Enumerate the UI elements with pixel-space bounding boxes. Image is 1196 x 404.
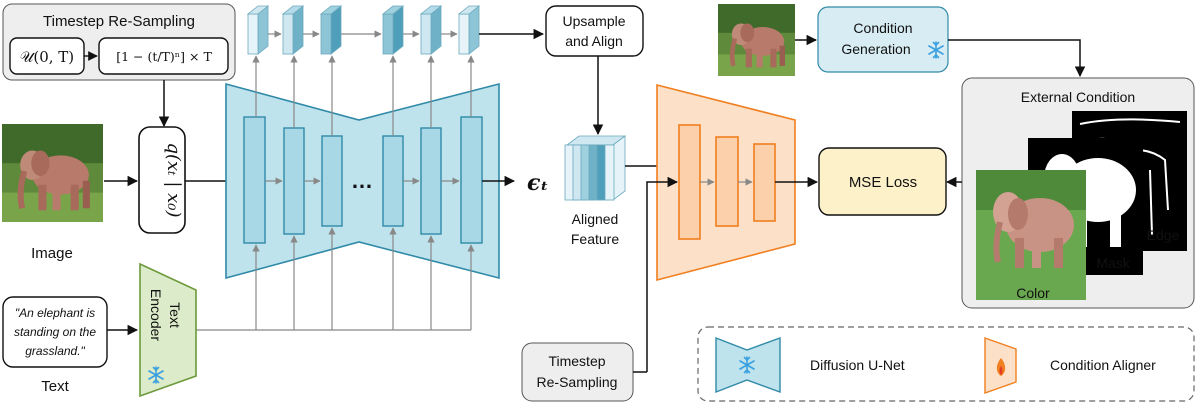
unet-block-4 — [382, 135, 404, 227]
condition-source-image — [718, 4, 795, 76]
condition-generation-box — [817, 6, 949, 73]
legend — [697, 326, 1195, 402]
resampling-formula: [1 − (t/T)ⁿ] × T — [116, 49, 212, 64]
upsample-line-2: and Align — [565, 33, 623, 49]
color-label: Color — [1016, 285, 1050, 301]
text-encoder-line-2: Encoder — [148, 289, 164, 341]
text-encoder-line-1: Text — [167, 302, 183, 328]
forward-diffusion-box — [138, 126, 186, 234]
mse-loss-label: MSE Loss — [849, 174, 917, 191]
condition-generation-line-2: Generation — [841, 41, 910, 57]
condition-generation-line-1: Condition — [853, 20, 912, 36]
predicted-noise: ϵₜ — [527, 170, 549, 196]
input-image — [2, 124, 103, 222]
feature-cube-3 — [319, 5, 343, 55]
unet-block-2 — [283, 127, 305, 235]
aligner-block-3 — [753, 143, 776, 222]
mask-label: Mask — [1096, 255, 1130, 271]
timestep-resampling-bottom — [521, 342, 634, 402]
edge-label: Edge — [1147, 227, 1180, 243]
prompt-line-2: standing on the — [14, 325, 96, 339]
mse-loss-box — [818, 147, 947, 216]
feature-cube-4 — [381, 5, 405, 55]
aligned-feature-line-2: Feature — [571, 231, 619, 247]
unet-block-5 — [420, 127, 442, 235]
feature-cube-5 — [419, 5, 443, 55]
feature-cube-6 — [457, 5, 481, 55]
aligner-block-2 — [715, 136, 739, 227]
unet-block-1 — [243, 116, 266, 244]
legend-aligner-label: Condition Aligner — [1050, 357, 1156, 373]
text-label: Text — [41, 378, 69, 395]
flame-icon — [996, 358, 1006, 376]
text-prompt-box — [2, 296, 108, 368]
timestep-bottom-line-1: Timestep — [548, 353, 605, 369]
legend-unet-label: Diffusion U-Net — [810, 357, 905, 373]
aligned-feature-stack — [564, 135, 627, 201]
feature-cube-2 — [281, 5, 305, 55]
prompt-line-1: "An elephant is — [15, 306, 95, 320]
aligner-block-1 — [678, 124, 701, 240]
timestep-resampling-title: Timestep Re-Sampling — [43, 13, 195, 30]
timestep-bottom-line-2: Re-Sampling — [537, 374, 618, 390]
upsample-align-box — [545, 5, 644, 57]
unet-block-6 — [460, 116, 483, 244]
external-condition-title: External Condition — [1021, 89, 1135, 105]
color-map — [976, 170, 1086, 300]
forward-diffusion-formula: q(xₜ | x₀) — [163, 142, 184, 217]
image-label: Image — [31, 245, 73, 262]
prompt-line-3: grassland." — [25, 344, 85, 358]
uniform-distribution: 𝒰(0, T) — [20, 48, 74, 66]
unet-ellipsis: … — [351, 168, 373, 193]
text-encoder — [139, 262, 197, 398]
aligned-feature-line-1: Aligned — [572, 211, 619, 227]
feature-maps — [246, 5, 481, 55]
feature-cube-1 — [246, 5, 270, 55]
resampling-formula-box — [98, 37, 229, 75]
upsample-line-1: Upsample — [562, 13, 625, 29]
unet-block-3 — [321, 135, 343, 227]
